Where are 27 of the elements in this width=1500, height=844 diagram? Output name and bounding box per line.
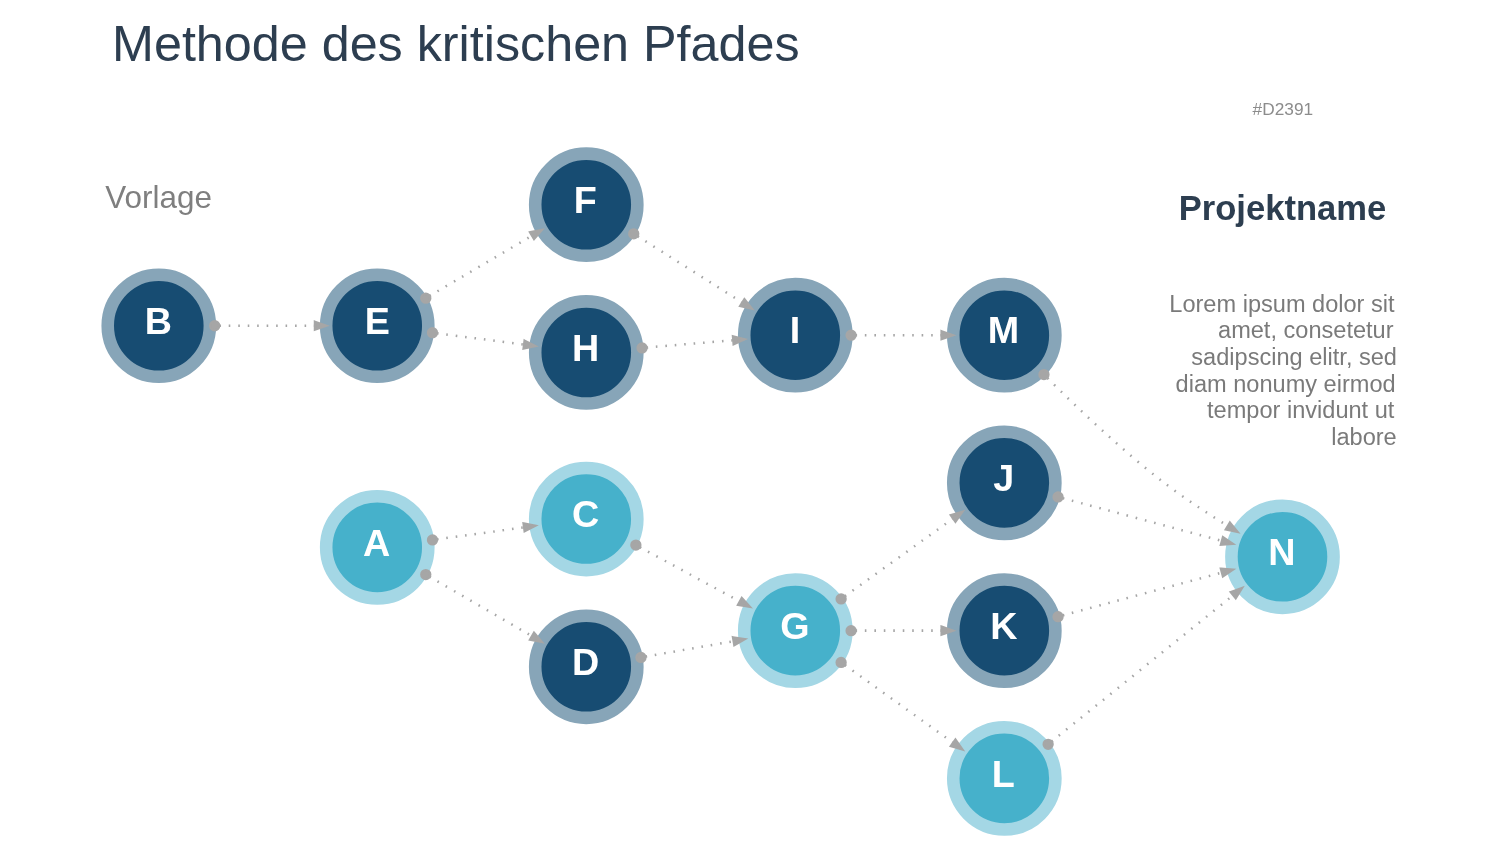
- arrow: [627, 228, 755, 311]
- arrow: [419, 228, 545, 304]
- label: #D2391: [1252, 98, 1313, 119]
- arrow: [634, 635, 748, 664]
- arrow: [1051, 567, 1236, 623]
- arrow: [426, 327, 539, 350]
- arrow: [1037, 368, 1241, 534]
- arrow: [208, 320, 330, 332]
- arrow: [635, 334, 748, 354]
- label: Vorlage: [104, 179, 212, 215]
- node-circle: E: [319, 268, 435, 384]
- arrow: [1041, 585, 1245, 750]
- arrow: [834, 509, 965, 605]
- label: Projektname: [1178, 188, 1386, 227]
- arrow: [834, 656, 965, 752]
- arrow: [419, 568, 545, 644]
- diagram-title: Methode des kritischen Pfades: [111, 15, 800, 73]
- node-circle: B: [100, 268, 216, 384]
- node-circle: M: [946, 277, 1062, 393]
- arrow: [844, 329, 956, 341]
- arrow: [426, 521, 539, 546]
- arrow: [629, 539, 753, 609]
- node-circle: A: [319, 489, 435, 605]
- node-circle: H: [528, 295, 644, 410]
- arrow: [844, 624, 956, 637]
- label: Lorem ipsum dolor sit amet, consetetur sadipscing elitr, sed diam nonumy eirmod tempor invidunt ut labore: [1168, 290, 1397, 451]
- arrow: [1051, 491, 1236, 547]
